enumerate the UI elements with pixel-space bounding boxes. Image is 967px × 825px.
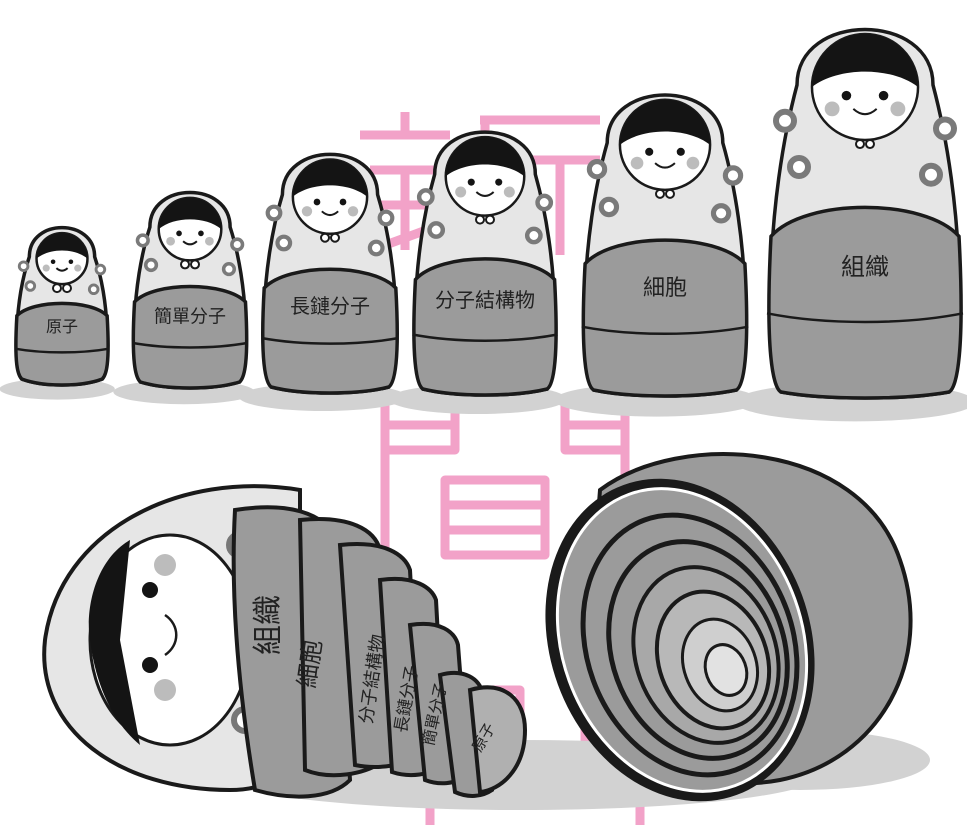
- flower-icon: [380, 212, 393, 225]
- flower-icon: [232, 239, 243, 250]
- eye-icon: [677, 148, 685, 156]
- dolls-row: 原子 簡單分子 長鏈分子 分子結構物 細胞 組織: [0, 30, 967, 422]
- flower-icon: [419, 190, 432, 203]
- doll-label: 簡單分子: [154, 306, 226, 327]
- flower-icon: [137, 235, 148, 246]
- flower-icon: [89, 285, 98, 294]
- cheek-icon: [348, 206, 358, 216]
- cheek-icon: [302, 206, 312, 216]
- cheek-icon: [890, 101, 905, 116]
- doll-6: 組織: [735, 30, 967, 422]
- doll-label: 組織: [841, 253, 889, 281]
- flower-icon: [725, 168, 740, 183]
- eye-icon: [142, 657, 158, 673]
- doll-2: 簡單分子: [113, 193, 255, 405]
- flower-icon: [146, 260, 157, 271]
- cheek-icon: [687, 157, 700, 170]
- cheek-icon: [455, 186, 466, 197]
- flower-icon: [19, 262, 28, 271]
- nested-dolls-illustration: 組織細胞分子結構物長鏈分子簡單分子原子: [44, 440, 930, 825]
- cheek-icon: [154, 554, 176, 576]
- eye-icon: [69, 259, 74, 264]
- cheek-icon: [166, 237, 175, 246]
- doll-3: 長鏈分子: [239, 154, 407, 411]
- flower-icon: [224, 264, 235, 275]
- flower-icon: [776, 112, 794, 130]
- eye-icon: [314, 199, 321, 206]
- eye-icon: [340, 199, 347, 206]
- eye-icon: [468, 179, 475, 186]
- flower-icon: [790, 158, 808, 176]
- cheek-icon: [74, 265, 81, 272]
- flower-icon: [278, 237, 291, 250]
- eye-icon: [198, 231, 204, 237]
- nested-label: 組織: [251, 595, 286, 655]
- cheek-icon: [154, 679, 176, 701]
- doll-5: 細胞: [555, 95, 759, 417]
- eye-icon: [51, 259, 56, 264]
- eye-icon: [842, 91, 852, 101]
- flower-icon: [936, 120, 954, 138]
- flower-icon: [26, 282, 35, 291]
- doll-label: 原子: [46, 317, 78, 336]
- flower-icon: [713, 206, 728, 221]
- doll-label: 長鏈分子: [290, 294, 370, 318]
- eye-icon: [495, 179, 502, 186]
- eye-icon: [645, 148, 653, 156]
- cheek-icon: [43, 265, 50, 272]
- flower-icon: [96, 265, 105, 274]
- flower-icon: [922, 166, 940, 184]
- eye-icon: [142, 582, 158, 598]
- flower-icon: [527, 229, 540, 242]
- flower-icon: [601, 199, 616, 214]
- cheek-icon: [205, 237, 214, 246]
- cheek-icon: [825, 101, 840, 116]
- eye-icon: [176, 231, 182, 237]
- doll-label: 分子結構物: [435, 288, 535, 312]
- cheek-icon: [631, 157, 644, 170]
- flower-icon: [538, 196, 551, 209]
- flower-icon: [370, 242, 383, 255]
- flower-icon: [589, 162, 604, 177]
- flower-icon: [268, 207, 281, 220]
- doll-1: 原子: [0, 228, 115, 400]
- cheek-icon: [504, 186, 515, 197]
- doll-label: 細胞: [643, 276, 687, 301]
- eye-icon: [879, 91, 889, 101]
- flower-icon: [430, 223, 443, 236]
